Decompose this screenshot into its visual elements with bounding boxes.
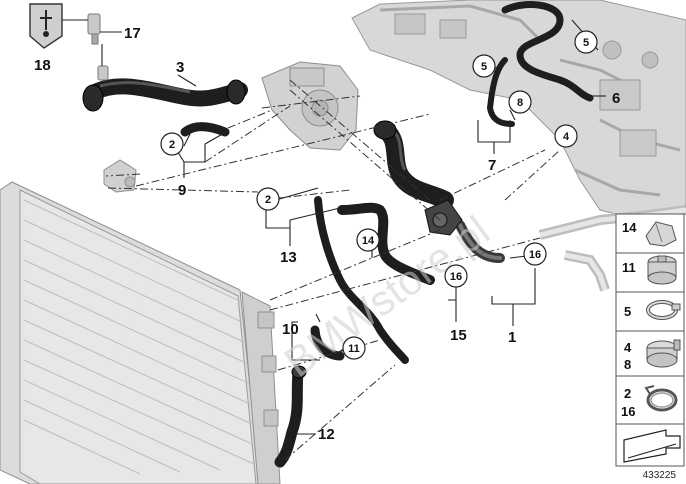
callout-5a-label: 5	[481, 61, 487, 73]
connector-plug-icon	[29, 3, 63, 49]
callout-11-label: 11	[348, 343, 360, 355]
clip-icon	[645, 221, 677, 247]
callout-15: 15	[450, 327, 467, 344]
legend-row-14: 14	[622, 220, 677, 247]
callout-5b: 5	[574, 30, 598, 54]
callout-13: 13	[280, 249, 297, 266]
callout-9: 9	[178, 182, 186, 199]
reference-lines	[105, 79, 561, 461]
band-clamp-icon	[646, 339, 681, 368]
callout-16b-label: 16	[529, 249, 541, 261]
callout-18: 18	[34, 57, 51, 74]
callout-1: 1	[508, 329, 516, 346]
callout-5b-label: 5	[583, 37, 589, 49]
callout-4-label: 4	[563, 131, 570, 143]
legend-row-11: 11	[622, 255, 677, 285]
legend-label-2: 2	[624, 386, 631, 401]
callout-16a: 16	[444, 264, 468, 288]
hoses	[82, 1, 594, 468]
callout-7: 7	[488, 157, 496, 174]
callout-11: 11	[342, 336, 366, 360]
legend-label-8: 8	[624, 357, 631, 372]
radiator	[0, 181, 281, 484]
legend-row-5: 5	[624, 300, 681, 320]
callout-16a-label: 16	[450, 271, 462, 283]
spring-clamp-icon	[647, 255, 677, 285]
legend-row-2-16: 2 16	[621, 385, 678, 419]
callout-8: 8	[508, 90, 532, 114]
callout-4: 4	[554, 124, 578, 148]
callout-16b: 16	[523, 242, 547, 266]
thermostat-housing	[261, 61, 359, 151]
direction-arrow-icon	[623, 429, 681, 463]
wire-clamp-icon	[644, 385, 678, 412]
sensor-part	[87, 13, 109, 81]
callout-5a: 5	[472, 54, 496, 78]
legend-panel: 14 11 5 4 8	[615, 213, 685, 467]
legend-label-4: 4	[624, 340, 632, 355]
callout-14-label: 14	[362, 235, 375, 247]
callout-12: 12	[318, 426, 335, 443]
callout-2b-label: 2	[265, 194, 271, 206]
legend-label-5: 5	[624, 304, 631, 319]
legend-row-4-8: 4 8	[624, 339, 681, 372]
legend-label-14: 14	[622, 220, 637, 235]
reference-number: 433225	[643, 470, 677, 481]
callout-2b: 2	[256, 187, 280, 211]
callout-8-label: 8	[517, 97, 523, 109]
connector-part	[103, 159, 137, 193]
callout-2a-label: 2	[169, 139, 175, 151]
legend-label-11: 11	[622, 260, 636, 275]
hose-clip-icon	[646, 300, 681, 320]
callout-14: 14	[356, 228, 380, 252]
callout-10: 10	[282, 321, 299, 338]
engine-block	[351, 0, 686, 221]
callout-17: 17	[124, 25, 141, 42]
legend-label-16: 16	[621, 404, 635, 419]
callout-6: 6	[612, 90, 620, 107]
callout-2a: 2	[160, 132, 184, 156]
callout-3: 3	[176, 59, 184, 76]
